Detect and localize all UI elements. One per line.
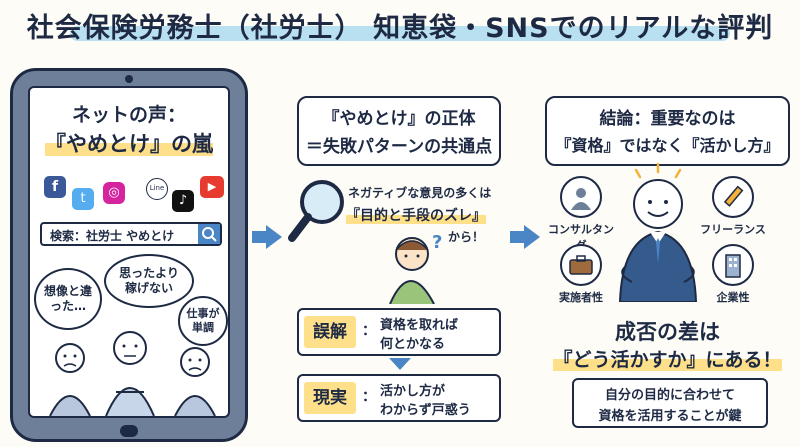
right-heading-box <box>545 96 790 166</box>
misunderstanding-text-1: 資格を取れば <box>380 318 459 333</box>
left-heading-2: 『やめとけ』の嵐 <box>28 128 230 158</box>
tablet-camera <box>125 75 133 83</box>
down-arrow-icon <box>389 358 411 370</box>
svg-text:?: ? <box>432 232 442 253</box>
left-heading-1: ネットの声： <box>71 104 186 126</box>
speech-bubble-2: 思ったより稼げない <box>104 254 194 308</box>
line-icon: Line <box>146 178 168 200</box>
briefcase-icon <box>569 255 593 275</box>
callout-text-1: ネガティブな意見の多くは <box>348 186 492 200</box>
page-title: 社会保険労務士（社労士） 知恵袋・SNSでのリアルな評判 <box>26 13 774 44</box>
note-text-2: 資格を活用することが鍵 <box>598 409 742 424</box>
middle-heading-2: ＝失敗パターンの共通点 <box>305 137 493 157</box>
left-heading-2-text: 『やめとけ』の嵐 <box>45 132 213 156</box>
tablet-home-button <box>120 425 138 437</box>
reality-text-2: わからず戸惑う <box>380 403 471 418</box>
callout-text-2: 『目的と手段のズレ』 <box>346 208 486 224</box>
right-heading-1: 結論：重要なのは <box>599 109 736 129</box>
building-icon <box>725 254 741 278</box>
practitioner-role-badge <box>560 244 602 286</box>
note-box <box>572 378 768 428</box>
pencil-icon <box>723 185 744 207</box>
reality-text-1: 活かし方が <box>380 384 446 399</box>
right-heading-2: 『資格』ではなく『活かし方』 <box>555 136 780 155</box>
arrow-1-body <box>252 231 266 243</box>
speech-bubble-3: 仕事が単調 <box>178 296 228 346</box>
result-text-2: 『どう活かすか』にある！ <box>553 349 782 371</box>
role-label-2: フリーランス <box>700 223 766 236</box>
confident-businessman-icon <box>618 162 698 302</box>
search-icon <box>202 227 217 242</box>
freelance-role-badge <box>712 176 754 218</box>
frustrated-person-icon <box>174 347 216 416</box>
thinking-person-icon: ? <box>389 232 442 304</box>
sad-person-icon <box>49 343 91 416</box>
middle-heading-1: 『やめとけ』の正体 <box>322 109 476 129</box>
misunderstanding-label: 誤解 <box>304 316 356 348</box>
reality-colon: ： <box>362 389 376 405</box>
facebook-icon: f <box>44 176 66 198</box>
confused-person-icon <box>105 331 155 416</box>
note-text-1: 自分の目的に合わせて <box>604 388 735 403</box>
arrow-right-icon-2 <box>524 225 540 249</box>
search-bar[interactable]: 検索：社労士 やめとけ <box>40 222 222 246</box>
reality-label: 現実 <box>304 382 356 414</box>
arrow-right-icon <box>266 225 282 249</box>
role-label-4: 企業性 <box>716 291 750 304</box>
title-highlight <box>70 26 730 41</box>
twitter-icon: t <box>72 188 94 210</box>
youtube-icon: ▶ <box>200 176 224 198</box>
arrow-2-body <box>510 231 524 243</box>
speech-bubble-1: 想像と違った… <box>34 268 102 330</box>
search-button[interactable] <box>198 224 220 244</box>
middle-heading-box <box>297 96 501 166</box>
magnifying-glass-icon <box>288 180 344 242</box>
search-input[interactable]: 検索：社労士 やめとけ <box>50 229 175 243</box>
misunderstanding-colon: ： <box>362 323 376 339</box>
worried-person-icons <box>49 331 216 416</box>
role-label-3: 実施者性 <box>559 291 603 304</box>
instagram-icon: ◎ <box>103 182 125 204</box>
corporate-role-badge <box>712 244 754 286</box>
result-text-1: 成否の差は <box>615 320 720 344</box>
consultant-icon <box>571 188 591 210</box>
misunderstanding-text-2: 何とかなる <box>380 337 446 352</box>
tiktok-icon: ♪ <box>172 190 194 212</box>
callout-text-3: から！ <box>448 230 485 244</box>
consulting-role-badge <box>560 176 602 218</box>
